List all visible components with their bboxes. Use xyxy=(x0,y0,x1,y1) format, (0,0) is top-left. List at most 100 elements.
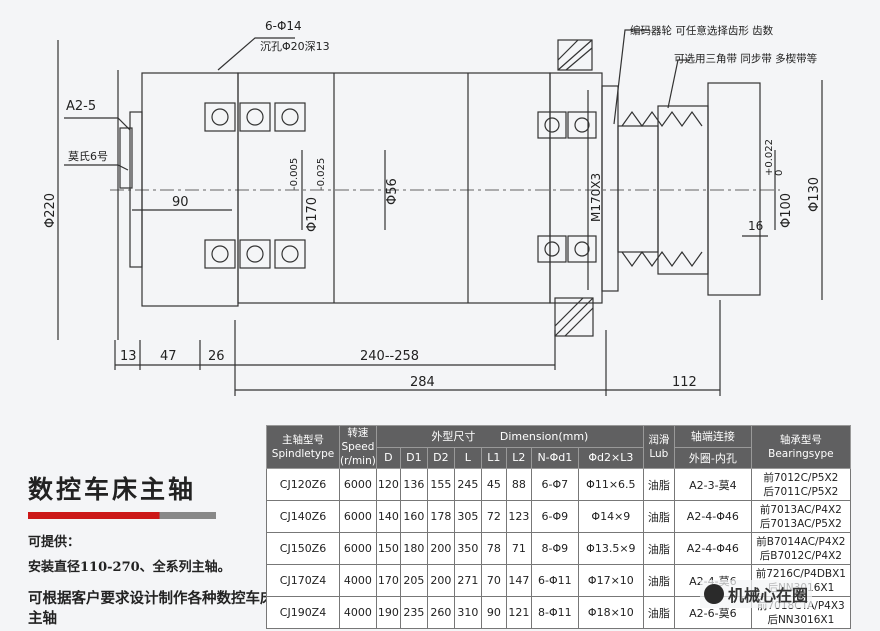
dim-47: 47 xyxy=(160,349,177,364)
table-cell-model: CJ170Z4 xyxy=(266,564,340,597)
table-cell-D2: 178 xyxy=(426,500,455,533)
table-cell-D2: 260 xyxy=(426,596,455,629)
table-cell-N: 6-Φ7 xyxy=(530,468,579,501)
header-shaft-sub: 外圈-内孔 xyxy=(673,446,752,469)
bearing-front: 前7013AC/P4X2 xyxy=(759,503,842,516)
dim-13: 13 xyxy=(120,349,137,364)
table-cell-model: CJ120Z6 xyxy=(266,468,340,501)
supply-label: 可提供： xyxy=(28,535,81,550)
header-shaft: 轴端连接 xyxy=(673,425,752,448)
table-cell-N: 6-Φ11 xyxy=(530,564,579,597)
bearing-front: 前7216C/P4DBX1 xyxy=(755,567,846,580)
table-cell-D: 120 xyxy=(375,468,401,501)
table-cell-speed: 6000 xyxy=(339,500,377,533)
table-cell-d2: Φ11×6.5 xyxy=(577,468,644,501)
sub-header-D2: D2 xyxy=(426,446,455,469)
header-bearing: 轴承型号 Bearingsype xyxy=(750,425,851,469)
dim-phi100: Φ100 xyxy=(779,193,794,228)
table-cell-model: CJ190Z4 xyxy=(266,596,340,629)
sub-header-L1: L1 xyxy=(480,446,507,469)
table-cell-L: 271 xyxy=(453,564,482,597)
watermark-text: 机械心在圈 xyxy=(728,586,809,605)
thread-label: M170X3 xyxy=(589,173,603,222)
table-cell-L1: 72 xyxy=(480,500,507,533)
pulley-note: 可选用三角带 同步带 多楔带等 xyxy=(674,52,818,65)
bearing-rear: 后7013AC/P5X2 xyxy=(759,517,842,530)
dim-240-258: 240--258 xyxy=(360,349,419,364)
wechat-icon xyxy=(704,584,724,604)
bearing-rear: 后7011C/P5X2 xyxy=(763,485,839,498)
table-cell-D: 190 xyxy=(375,596,401,629)
watermark: 机械心在圈 xyxy=(700,580,813,608)
header-model: 主轴型号 Spindletype xyxy=(266,425,340,469)
table-cell-lub: 油脂 xyxy=(642,532,675,565)
morse-taper-label: 莫氏6号 xyxy=(68,150,108,163)
page-title: 数控车床主轴 xyxy=(28,475,197,504)
dim-phi170: Φ170 xyxy=(305,197,320,232)
table-cell-D2: 155 xyxy=(426,468,455,501)
table-cell-L: 305 xyxy=(453,500,482,533)
sub-header-N: N-Φd1 xyxy=(530,446,579,469)
table-cell-D1: 136 xyxy=(399,468,428,501)
table-cell-speed: 6000 xyxy=(339,468,377,501)
table-cell-L1: 90 xyxy=(480,596,507,629)
table-cell-d2: Φ18×10 xyxy=(577,596,644,629)
title-underline xyxy=(28,512,216,519)
table-cell-lub: 油脂 xyxy=(642,468,675,501)
table-cell-N: 8-Φ11 xyxy=(530,596,579,629)
table-cell-model: CJ150Z6 xyxy=(266,532,340,565)
dim-90: 90 xyxy=(172,195,189,210)
table-cell-lub: 油脂 xyxy=(642,564,675,597)
table-cell-D: 170 xyxy=(375,564,401,597)
table-cell-shaft: A2-4-Φ46 xyxy=(673,500,752,533)
table-cell-L2: 121 xyxy=(505,596,532,629)
dim-112: 112 xyxy=(672,375,697,390)
spindle-drawing: 6-Φ14 沉孔Φ20深13 编码器轮 可任意选择齿形 齿数 可选用三角带 同步… xyxy=(43,19,823,396)
dim-26: 26 xyxy=(208,349,225,364)
bearing-front: 前B7014AC/P4X2 xyxy=(756,535,846,548)
table-cell-lub: 油脂 xyxy=(642,596,675,629)
front-flange xyxy=(141,72,239,307)
table-cell-L1: 70 xyxy=(480,564,507,597)
dim-phi56: Φ56 xyxy=(385,178,400,205)
table-cell-D1: 205 xyxy=(399,564,428,597)
table-cell-lub: 油脂 xyxy=(642,500,675,533)
table-cell-D2: 200 xyxy=(426,532,455,565)
sub-header-D: D xyxy=(375,446,401,469)
table-cell-L2: 88 xyxy=(505,468,532,501)
table-cell-D1: 180 xyxy=(399,532,428,565)
dim-phi220: Φ220 xyxy=(43,193,58,228)
table-cell-L: 310 xyxy=(453,596,482,629)
table-cell-L1: 78 xyxy=(480,532,507,565)
table-cell-model: CJ140Z6 xyxy=(266,500,340,533)
sub-header-L2: L2 xyxy=(505,446,532,469)
dim-phi130: Φ130 xyxy=(807,177,822,212)
table-cell-speed: 4000 xyxy=(339,596,377,629)
sub-header-L: L xyxy=(453,446,482,469)
dim-16: 16 xyxy=(748,219,763,233)
bolt-holes xyxy=(204,102,597,269)
tol-upper-100: +0.022 xyxy=(764,139,775,176)
taper-nose-label: A2-5 xyxy=(66,99,96,114)
table-cell-L1: 45 xyxy=(480,468,507,501)
table-cell-d2: Φ14×9 xyxy=(577,500,644,533)
bearing-rear: 后B7012C/P4X2 xyxy=(759,549,842,562)
table-cell-shaft: A2-4-Φ46 xyxy=(673,532,752,565)
table-cell-L2: 123 xyxy=(505,500,532,533)
table-cell-L2: 147 xyxy=(505,564,532,597)
header-dimension: 外型尺寸 Dimension(mm) xyxy=(375,425,644,448)
table-cell-shaft: A2-3-莫4 xyxy=(673,468,752,501)
table-cell-N: 6-Φ9 xyxy=(530,500,579,533)
custom-design-text: 可根据客户要求设计制作各种数控车床主轴 xyxy=(28,590,275,627)
table-cell-d2: Φ17×10 xyxy=(577,564,644,597)
table-cell-speed: 6000 xyxy=(339,532,377,565)
table-cell-D: 140 xyxy=(375,500,401,533)
holes-count-label: 6-Φ14 xyxy=(265,19,302,33)
